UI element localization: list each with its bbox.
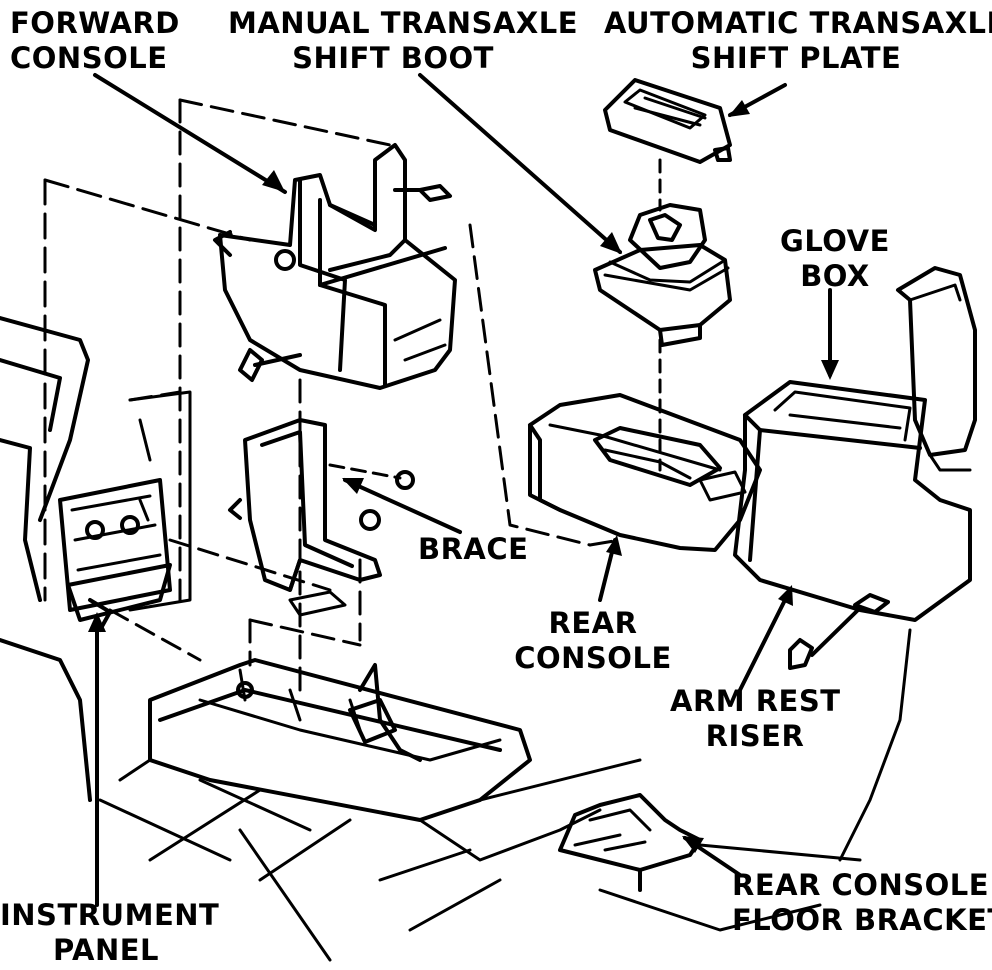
shift-plate-drawing: [603, 78, 732, 212]
label-auto-plate-line2: SHIFT PLATE: [690, 41, 902, 75]
forward-console-drawing: [213, 143, 457, 390]
label-manual-boot-line1: MANUAL TRANSAXLE: [228, 6, 579, 40]
label-glove-box-line1: GLOVE: [780, 224, 890, 258]
label-brace-line1: BRACE: [418, 532, 529, 566]
label-forward-console-line1: FORWARD: [10, 6, 180, 40]
label-arm-rest-riser-line1: ARM REST: [670, 684, 841, 718]
label-arm-rest-riser-line2: RISER: [705, 719, 805, 753]
label-rear-floor-bracket-line2: FLOOR BRACKET: [732, 903, 992, 937]
label-rear-console-line2: CONSOLE: [514, 641, 672, 675]
label-forward-console-line2: CONSOLE: [10, 41, 168, 75]
arrowheads: [88, 100, 839, 853]
label-manual-transaxle-shift-boot: MANUAL TRANSAXLE SHIFT BOOT: [228, 6, 579, 76]
label-glove-box: GLOVE BOX: [760, 224, 910, 294]
rear-console-drawing: [528, 338, 762, 552]
brace-drawing: [228, 418, 415, 617]
assembly-guide-lines: [128, 98, 622, 702]
rear-floor-bracket-drawing: [558, 793, 862, 932]
label-arm-rest-riser: ARM REST RISER: [670, 684, 840, 754]
label-rear-floor-bracket-line1: REAR CONSOLE: [732, 868, 990, 902]
label-rear-console-floor-bracket: REAR CONSOLE FLOOR BRACKET: [732, 868, 992, 938]
label-brace: BRACE: [418, 532, 528, 567]
label-instrument-panel-line2: PANEL: [52, 933, 160, 967]
glove-box-drawing: [733, 266, 977, 862]
label-manual-boot-line2: SHIFT BOOT: [292, 41, 494, 75]
floor-tunnel-drawing: [98, 658, 642, 962]
label-instrument-panel-line1: INSTRUMENT: [0, 898, 220, 932]
label-glove-box-line2: BOX: [800, 259, 870, 293]
label-auto-plate-line1: AUTOMATIC TRANSAXLE: [604, 6, 992, 40]
label-forward-console: FORWARD CONSOLE: [10, 6, 180, 76]
label-automatic-transaxle-shift-plate: AUTOMATIC TRANSAXLE SHIFT PLATE: [604, 6, 992, 76]
label-rear-console: REAR CONSOLE: [508, 606, 678, 676]
shift-boot-drawing: [593, 203, 732, 347]
label-instrument-panel: INSTRUMENT PANEL: [0, 898, 220, 968]
instrument-panel-drawing: [0, 178, 332, 802]
label-rear-console-line1: REAR: [548, 606, 638, 640]
